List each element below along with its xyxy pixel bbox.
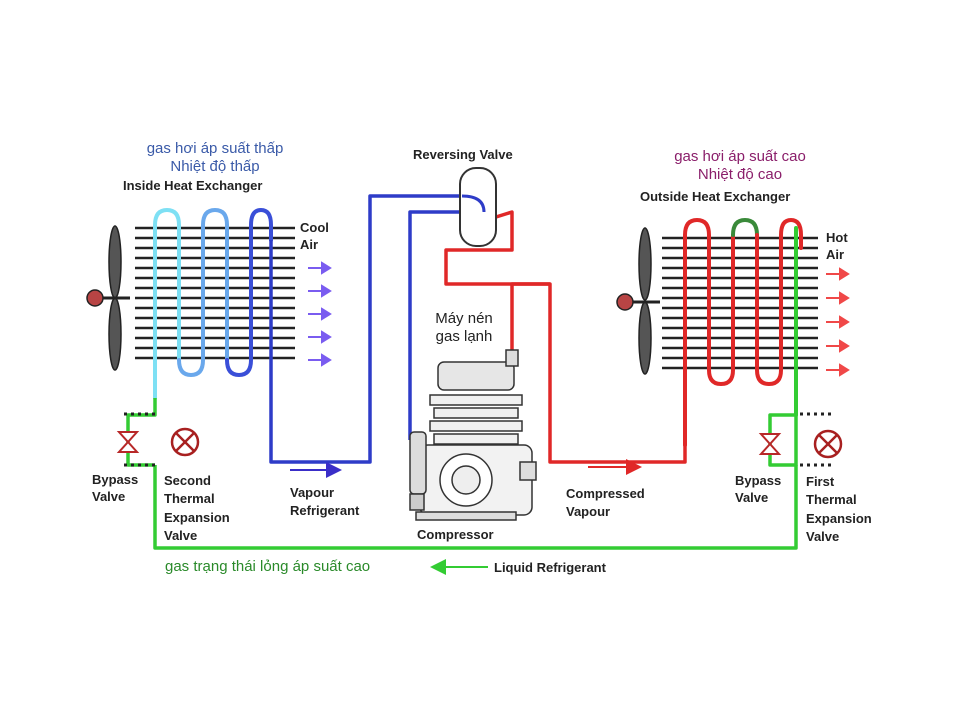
inside-coil <box>153 207 273 400</box>
liquid-pipes <box>126 398 798 550</box>
outside-heat-exchanger-label: Outside Heat Exchanger <box>640 189 791 204</box>
compressor-vi-label: Máy nén gas lạnh <box>435 310 493 345</box>
low-pressure-gas-note: gas hơi áp suất thấp Nhiệt độ thấp <box>146 140 284 175</box>
liquid-refrigerant-label: Liquid Refrigerant <box>494 560 606 575</box>
low-pressure-pipes <box>269 194 470 464</box>
second-thermal-expansion-valve-label: Second Thermal Expansion Valve <box>164 473 230 544</box>
inside-fan <box>86 225 130 371</box>
high-pressure-gas-note: gas hơi áp suất cao Nhiệt độ cao <box>674 148 806 183</box>
outside-fan <box>616 227 660 375</box>
compressor <box>409 349 537 521</box>
compressor-label: Compressor <box>417 527 494 542</box>
hot-air-label: Hot Air <box>826 230 848 262</box>
liquid-high-pressure-note: gas trạng thái lỏng áp suất cao <box>165 558 371 575</box>
inside-heat-exchanger-label: Inside Heat Exchanger <box>123 178 263 193</box>
bypass-valve-right-dots <box>800 412 834 467</box>
compressed-vapour-label: Compressed Vapour <box>566 486 645 520</box>
outside-fins <box>662 236 818 370</box>
cool-air-label: Cool Air <box>300 220 329 252</box>
bypass-valve-right-symbol <box>758 433 782 455</box>
thermal-expansion-valve-right-symbol <box>813 429 843 459</box>
bypass-valve-left-label: Bypass Valve <box>92 472 139 504</box>
bypass-valve-right-label: Bypass Valve <box>735 473 782 505</box>
vapour-refrigerant-label: Vapour Refrigerant <box>290 485 360 519</box>
hot-air-arrows <box>826 267 850 377</box>
inside-fins <box>135 226 295 360</box>
cool-air-arrows <box>308 261 332 367</box>
bypass-valve-left-dots <box>124 412 158 467</box>
first-thermal-expansion-valve-label: First Thermal Expansion Valve <box>806 474 872 545</box>
bypass-valve-left-symbol <box>116 431 140 453</box>
reversing-valve <box>459 167 497 247</box>
reversing-valve-label: Reversing Valve <box>413 147 513 162</box>
inside-heat-exchanger <box>86 207 295 400</box>
thermal-expansion-valve-left-symbol <box>170 427 200 457</box>
outside-heat-exchanger <box>616 217 818 447</box>
outside-coil <box>683 217 803 447</box>
